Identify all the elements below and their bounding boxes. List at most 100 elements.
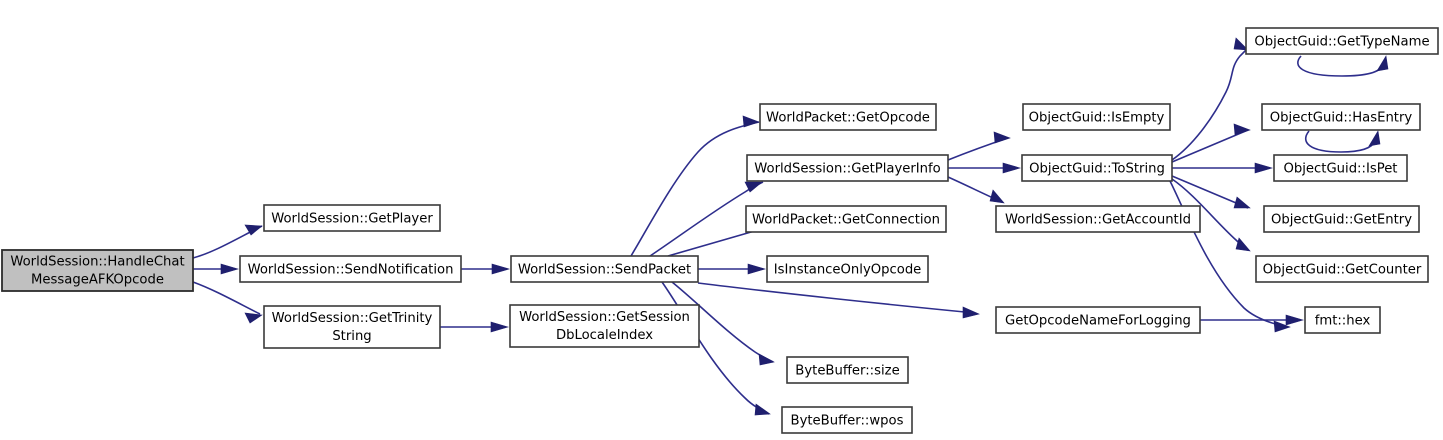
arrow-head-icon (1273, 320, 1291, 333)
graph-node-isempty[interactable]: ObjectGuid::IsEmpty (1022, 103, 1171, 131)
node-rect[interactable] (1261, 103, 1421, 131)
graph-node-hasentry[interactable]: ObjectGuid::HasEntry (1261, 103, 1421, 131)
edge-sendpacket-to-getopcodenameforlogging (697, 282, 980, 319)
node-label: ObjectGuid::HasEntry (1270, 111, 1413, 126)
node-rect[interactable] (1022, 103, 1171, 131)
node-rect[interactable] (786, 356, 909, 384)
edge-root-to-gettrinitystring (192, 281, 263, 324)
edge-getplayerinfo-to-getaccountid (947, 176, 1005, 204)
arrow-head-icon (1376, 55, 1389, 72)
node-rect[interactable] (759, 103, 937, 131)
edge-gettrinitystring-to-getsessiondblocaleindex (440, 321, 510, 333)
arrow-head-icon (1233, 37, 1249, 51)
edge-sendpacket-to-getopcode (630, 115, 760, 257)
node-label: WorldPacket::GetOpcode (766, 111, 930, 126)
edge-line (661, 281, 770, 415)
edge-line (1169, 180, 1289, 328)
node-rect[interactable] (509, 304, 700, 348)
edge-line (1297, 55, 1384, 77)
edge-root-to-getplayer (192, 224, 263, 259)
edge-line (192, 281, 261, 315)
graph-node-getplayerinfo[interactable]: WorldSession::GetPlayerInfo (746, 154, 949, 182)
graph-node-getopcode[interactable]: WorldPacket::GetOpcode (759, 103, 937, 131)
arrow-head-icon (742, 115, 760, 128)
graph-node-getplayer[interactable]: WorldSession::GetPlayer (263, 204, 441, 232)
node-rect[interactable] (781, 406, 913, 434)
edge-tostring-to-getentry (1171, 175, 1251, 209)
graph-node-fmthex[interactable]: fmt::hex (1304, 306, 1381, 334)
graph-node-getconnection[interactable]: WorldPacket::GetConnection (745, 205, 947, 233)
edge-line (630, 121, 760, 257)
graph-node-getaccountid[interactable]: WorldSession::GetAccountId (995, 205, 1201, 233)
edge-tostring-to-ispet (1172, 162, 1274, 174)
arrow-head-icon (220, 263, 240, 275)
edge-getopcodenameforlogging-to-fmthex (1200, 314, 1305, 326)
graph-node-getentry[interactable]: ObjectGuid::GetEntry (1263, 205, 1420, 233)
node-label: ObjectGuid::GetCounter (1263, 263, 1422, 278)
arrow-head-icon (758, 353, 775, 366)
graph-node-getcounter[interactable]: ObjectGuid::GetCounter (1255, 255, 1429, 283)
edge-hasentry-to-hasentry (1304, 130, 1381, 153)
node-label: ObjectGuid::GetTypeName (1254, 35, 1429, 50)
node-label: IsInstanceOnlyOpcode (774, 263, 922, 278)
graph-node-sendnotification[interactable]: WorldSession::SendNotification (239, 255, 462, 283)
node-label: WorldSession::GetPlayer (271, 212, 433, 227)
node-label: ObjectGuid::ToString (1029, 162, 1165, 177)
node-rect[interactable] (995, 306, 1201, 334)
node-label: WorldSession::GetPlayerInfo (754, 162, 941, 177)
edge-getplayerinfo-to-tostring (948, 162, 1022, 174)
arrow-head-icon (747, 263, 767, 275)
edge-gettypename-to-gettypename (1297, 55, 1389, 77)
graph-node-gettypename[interactable]: ObjectGuid::GetTypeName (1245, 27, 1439, 55)
node-label-line1: WorldSession::HandleChat (10, 255, 184, 270)
edge-tostring-to-getcounter (1171, 178, 1251, 252)
graph-node-bytebuffersize[interactable]: ByteBuffer::size (786, 356, 909, 384)
graph-node-tostring[interactable]: ObjectGuid::ToString (1021, 154, 1173, 182)
node-rect[interactable] (745, 205, 947, 233)
arrow-head-icon (962, 306, 980, 319)
graph-node-getopcodenameforlogging[interactable]: GetOpcodeNameForLogging (995, 306, 1201, 334)
node-label: WorldPacket::GetConnection (752, 213, 940, 228)
edge-line (697, 282, 976, 314)
graph-node-isinstanceonlyopcode[interactable]: IsInstanceOnlyOpcode (766, 255, 929, 283)
node-rect[interactable] (1255, 255, 1429, 283)
arrow-head-icon (1233, 123, 1251, 136)
node-rect[interactable] (746, 154, 949, 182)
node-rect[interactable] (263, 204, 441, 232)
node-label-line2: MessageAFKOpcode (31, 273, 164, 288)
arrow-head-icon (1002, 162, 1022, 174)
node-label-line2: DbLocaleIndex (556, 328, 653, 343)
node-rect[interactable] (1304, 306, 1381, 334)
arrow-head-icon (754, 403, 771, 416)
node-rect[interactable] (263, 305, 441, 349)
node-rect[interactable] (766, 255, 929, 283)
node-rect[interactable] (510, 255, 699, 283)
graph-node-ispet[interactable]: ObjectGuid::IsPet (1273, 154, 1408, 182)
node-rect[interactable] (1021, 154, 1173, 182)
node-rect[interactable] (1273, 154, 1408, 182)
nodes-layer: WorldSession::HandleChatMessageAFKOpcode… (1, 27, 1439, 434)
arrow-head-icon (1368, 130, 1381, 147)
node-rect[interactable] (1245, 27, 1439, 55)
graph-node-bytebufferwpos[interactable]: ByteBuffer::wpos (781, 406, 913, 434)
node-label: ByteBuffer::wpos (791, 414, 904, 429)
edge-sendpacket-to-getplayerinfo (649, 181, 764, 257)
node-label: WorldSession::GetAccountId (1005, 213, 1191, 228)
edge-tostring-to-hasentry (1171, 123, 1251, 163)
graph-node-sendpacket[interactable]: WorldSession::SendPacket (510, 255, 699, 283)
node-rect[interactable] (1, 249, 194, 292)
arrow-head-icon (1233, 196, 1251, 209)
node-rect[interactable] (239, 255, 462, 283)
node-label-line1: WorldSession::GetTrinity (272, 311, 433, 326)
edge-tostring-to-gettypename (1171, 37, 1249, 161)
arrow-head-icon (1235, 237, 1251, 252)
node-rect[interactable] (995, 205, 1201, 233)
node-label: WorldSession::SendPacket (518, 263, 691, 278)
node-rect[interactable] (1263, 205, 1420, 233)
edge-line (1171, 49, 1247, 161)
